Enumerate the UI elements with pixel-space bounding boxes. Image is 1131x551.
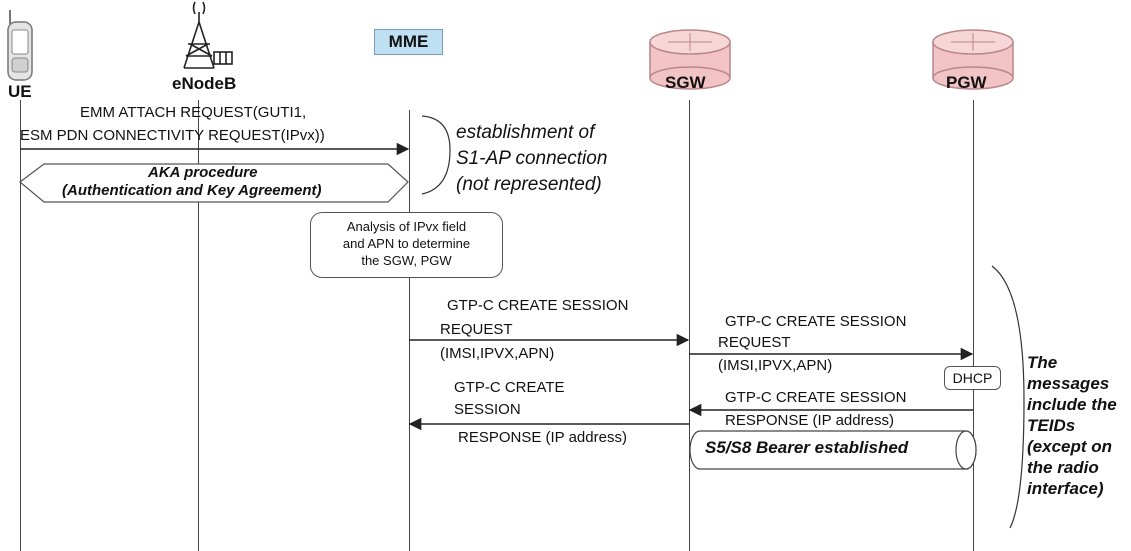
dhcp-box: DHCP <box>944 366 1001 390</box>
create-resp-sgw-line2: SESSION <box>454 401 521 418</box>
pgw-router-icon <box>932 29 1014 90</box>
s1ap-note-line3: (not represented) <box>456 174 602 195</box>
pgw-label: PGW <box>946 73 987 92</box>
analysis-line3: the SGW, PGW <box>361 253 452 268</box>
create-resp-pgw-line1: GTP-C CREATE SESSION <box>725 389 907 406</box>
s1ap-note-line1: establishment of <box>456 122 595 143</box>
pgw-lifeline <box>973 100 974 551</box>
s1ap-brace <box>421 115 451 195</box>
enodeb-label: eNodeB <box>172 74 237 93</box>
mme-label: MME <box>374 29 443 55</box>
attach-request-label-line1: EMM ATTACH REQUEST(GUTI1, <box>80 104 307 121</box>
teid-note: The messages include the TEIDs (except o… <box>1027 353 1117 498</box>
analysis-line2: and APN to determine <box>342 236 471 251</box>
sgw-router-icon <box>649 29 731 90</box>
ue-label: UE <box>8 82 32 101</box>
sgw-label: SGW <box>665 73 706 92</box>
create-req-sgw-line1: GTP-C CREATE SESSION <box>725 313 907 330</box>
enodeb-lifeline <box>198 100 199 551</box>
aka-procedure-box <box>19 163 409 203</box>
s1ap-note-line2: S1-AP connection <box>456 148 608 169</box>
analysis-box: Analysis of IPvx field and APN to determ… <box>310 212 503 278</box>
antenna-tower-icon <box>183 1 233 69</box>
teid-bracket <box>991 265 1025 529</box>
create-req-sgw-line2: REQUEST <box>718 334 791 351</box>
bearer-label: S5/S8 Bearer established <box>705 438 909 457</box>
create-req-mme-line1: GTP-C CREATE SESSION <box>447 297 629 314</box>
ue-lifeline <box>20 100 21 551</box>
create-req-mme-line3: (IMSI,IPVX,APN) <box>440 345 555 362</box>
phone-icon <box>7 10 33 81</box>
sgw-lifeline <box>689 100 690 551</box>
mme-lifeline <box>409 110 410 551</box>
attach-request-label-line2: ESM PDN CONNECTIVITY REQUEST(IPvx)) <box>20 127 325 144</box>
analysis-line1: Analysis of IPvx field <box>346 219 467 234</box>
create-resp-sgw-line1: GTP-C CREATE <box>454 379 565 396</box>
s5-s8-bearer-tunnel <box>689 430 977 470</box>
create-resp-pgw-line2: RESPONSE (IP address) <box>725 412 894 429</box>
create-req-mme-line2: REQUEST <box>440 321 513 338</box>
create-req-sgw-line3: (IMSI,IPVX,APN) <box>718 357 833 374</box>
aka-subtitle: (Authentication and Key Agreement) <box>62 182 322 199</box>
create-resp-sgw-line3: RESPONSE (IP address) <box>458 429 627 446</box>
aka-title: AKA procedure <box>148 164 258 181</box>
